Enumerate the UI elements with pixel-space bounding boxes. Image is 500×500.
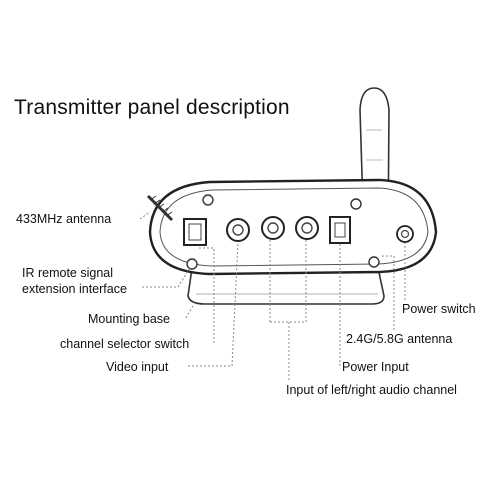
audio-right-jack	[295, 216, 319, 240]
leader-lines	[139, 211, 406, 381]
audio-left-jack	[261, 216, 285, 240]
mounting-base	[187, 267, 385, 305]
leader-channel-selector	[198, 247, 215, 343]
label-mounting-base: Mounting base	[88, 312, 171, 326]
video-input-jack	[226, 218, 250, 242]
label-audio-input: Input of left/right audio channel	[286, 383, 457, 397]
page-title: Transmitter panel description	[14, 96, 290, 119]
leader-2458-antenna	[380, 255, 395, 330]
screw-top-right	[350, 198, 362, 210]
label-433mhz-antenna: 433MHz antenna	[16, 212, 112, 226]
power-input-port	[329, 216, 351, 244]
label-power-input: Power Input	[342, 360, 409, 374]
label-power-switch: Power switch	[402, 302, 476, 316]
channel-selector-switch	[183, 218, 207, 246]
label-2458-antenna: 2.4G/5.8G antenna	[346, 332, 453, 346]
leader-433mhz	[139, 211, 151, 220]
screw-bottom-right	[368, 256, 380, 268]
leader-mounting-base	[185, 303, 195, 319]
label-video-input: Video input	[106, 360, 169, 374]
screw-ir-port	[186, 258, 198, 270]
screw-top-left	[202, 194, 214, 206]
label-channel-selector: channel selector switch	[60, 337, 190, 351]
leader-ir	[142, 267, 191, 288]
power-switch	[396, 225, 414, 243]
label-ir-line2: extension interface	[22, 282, 127, 296]
leader-video	[188, 241, 239, 367]
leader-audio	[269, 240, 307, 381]
433mhz-antenna	[146, 194, 174, 222]
label-ir-line1: IR remote signal	[22, 266, 114, 280]
